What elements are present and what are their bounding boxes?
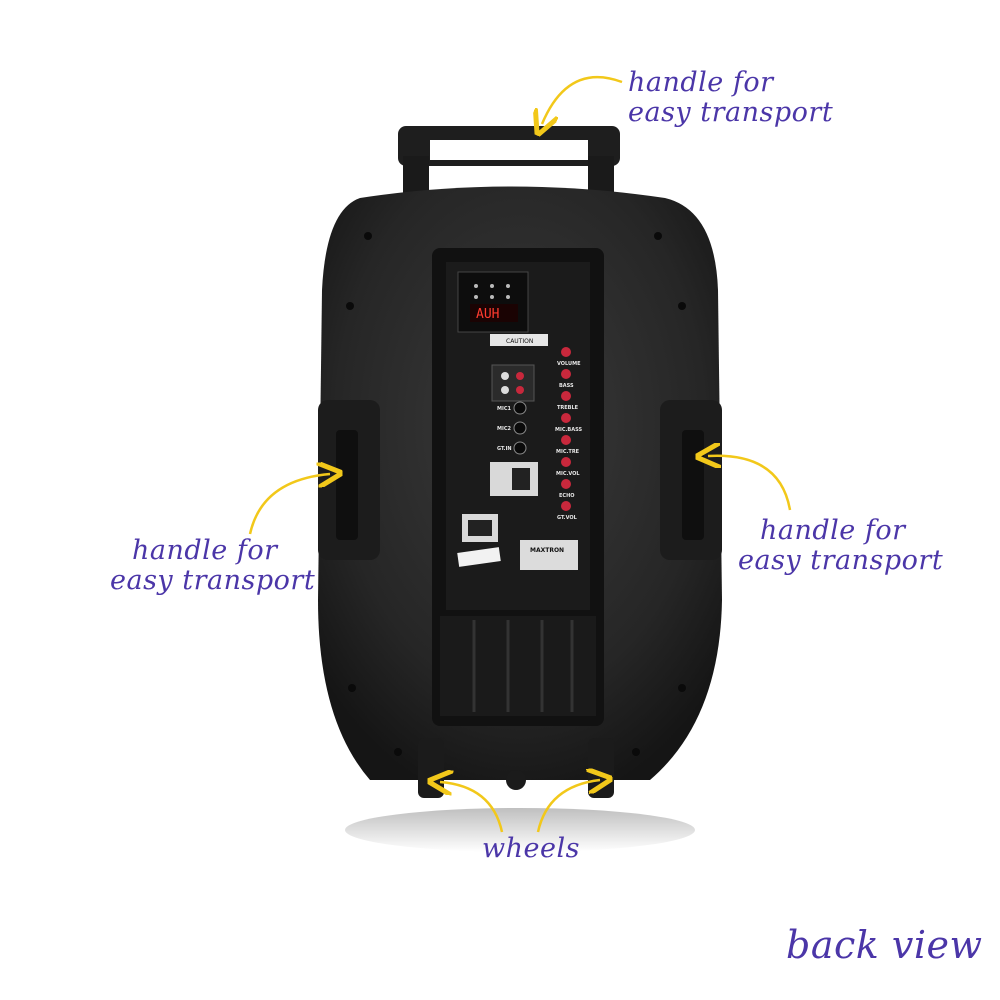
heatsink-grille [440, 616, 596, 716]
knob-label: ECHO [559, 493, 575, 499]
annotation-line: easy transport [628, 97, 834, 128]
screw-holes [346, 232, 686, 756]
brand-plate [520, 540, 578, 570]
knob-label: VOLUME [557, 361, 581, 367]
annotation-view: back view [786, 923, 983, 967]
arrow-top-handle [542, 75, 623, 124]
brand-label: MAXTRON [530, 547, 564, 554]
led-display: AUH [476, 307, 499, 322]
floor-shadow [345, 808, 695, 852]
arrow-left-handle [248, 474, 330, 535]
knob-label: TREBLE [557, 405, 579, 411]
annotation-line: handle for [628, 67, 774, 98]
annotation-line: wheels [482, 833, 580, 864]
display-module: AUH [457, 271, 529, 333]
annotation-line: back view [786, 923, 983, 967]
jack-label: MIC1 [497, 406, 512, 412]
annotation-wheels: wheels [482, 834, 580, 864]
caution-label: CAUTION [506, 338, 533, 345]
knob-label: MIC.BASS [555, 427, 582, 433]
arrow-right-wheel [536, 780, 600, 833]
arrow-left-wheel [440, 782, 504, 833]
jack-label: MIC2 [497, 426, 512, 432]
arrow-right-handle [708, 456, 792, 511]
rca-inputs [491, 364, 535, 402]
annotation-right-handle: handle for easy transport [738, 516, 943, 576]
annotation-line: easy transport [110, 565, 316, 596]
knob-label: MIC.TRE [556, 449, 580, 455]
knob-column: VOLUME BASS TREBLE MIC.BASS MIC.TRE MIC.… [555, 347, 582, 521]
annotation-left-handle: handle for easy transport [110, 536, 315, 596]
knob-label: BASS [559, 383, 574, 389]
annotation-line: handle for [132, 535, 278, 566]
jack-label: GT.IN [497, 446, 512, 452]
knob-label: GT.VOL [557, 515, 578, 521]
jack-column: MIC1 MIC2 GT.IN [497, 401, 527, 455]
barcode-sticker [457, 547, 501, 567]
left-side-handle [318, 400, 380, 560]
annotation-top-handle: handle for easy transport [628, 68, 833, 128]
annotation-line: easy transport [738, 545, 944, 576]
right-side-handle [660, 400, 722, 560]
knob-label: MIC.VOL [556, 471, 580, 477]
annotation-line: handle for [760, 515, 906, 546]
